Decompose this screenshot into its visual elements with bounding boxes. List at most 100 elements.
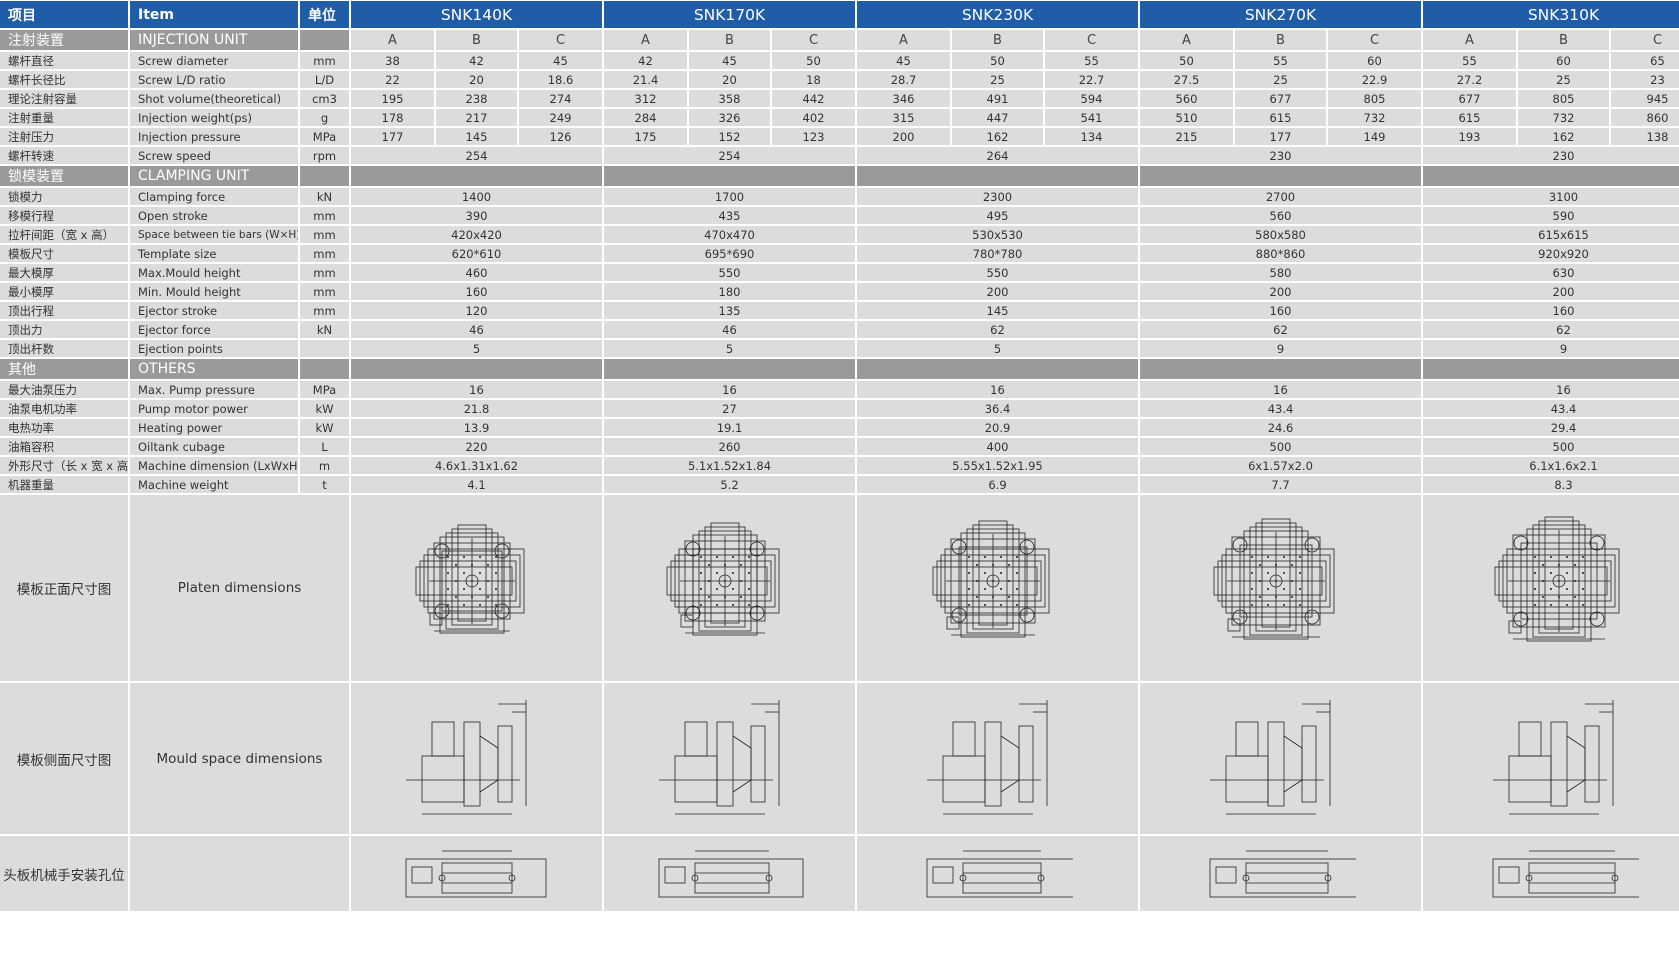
spec-unit: m (300, 457, 349, 474)
drawing-cell (604, 836, 855, 911)
screw-option-label: A (857, 30, 950, 50)
spec-value: 42 (604, 52, 687, 69)
robot-diagram (405, 850, 546, 897)
spec-unit: kN (300, 321, 349, 338)
spec-label-en: Pump motor power (130, 400, 298, 417)
spec-value: 945 (1611, 90, 1679, 107)
spec-value: 284 (604, 109, 687, 126)
spec-unit: mm (300, 283, 349, 300)
spec-value: 447 (952, 109, 1043, 126)
section-blank (351, 359, 602, 379)
spec-value: 55 (1235, 52, 1326, 69)
spec-value: 16 (351, 381, 602, 398)
spec-value: 264 (857, 147, 1138, 164)
spec-label-cn: 注射压力 (0, 128, 128, 145)
spec-value: 21.8 (351, 400, 602, 417)
spec-value: 5 (351, 340, 602, 357)
robot-diagram (926, 850, 1073, 897)
screw-option-label: A (1140, 30, 1233, 50)
mould-diagram (1492, 700, 1613, 815)
spec-value: 442 (772, 90, 855, 107)
spec-value: 200 (857, 283, 1138, 300)
screw-option-label: C (772, 30, 855, 50)
header-item-en: Item (130, 1, 298, 28)
spec-value: 175 (604, 128, 687, 145)
spec-value: 180 (604, 283, 855, 300)
section-blank (1140, 166, 1421, 186)
spec-value: 38 (351, 52, 434, 69)
spec-value: 24.6 (1140, 419, 1421, 436)
spec-value: 491 (952, 90, 1043, 107)
screw-option-label: C (1045, 30, 1138, 50)
robot-diagram (1492, 850, 1639, 897)
spec-value: 615 (1423, 109, 1516, 126)
screw-option-label: C (1611, 30, 1679, 50)
spec-label-cn: 外形尺寸（长 x 宽 x 高） (0, 457, 128, 474)
spec-label-cn: 螺杆长径比 (0, 71, 128, 88)
spec-value: 22.7 (1045, 71, 1138, 88)
section-blank (1140, 359, 1421, 379)
drawing-row-robot: 头板机械手安装孔位 (0, 836, 1679, 911)
spec-value: 249 (519, 109, 602, 126)
spec-label-cn: 最大模厚 (0, 264, 128, 281)
spec-unit: MPa (300, 381, 349, 398)
spec-value: 560 (1140, 90, 1233, 107)
spec-value: 123 (772, 128, 855, 145)
screw-option-label: B (436, 30, 517, 50)
drawing-cell (1423, 495, 1679, 681)
section-blank (604, 359, 855, 379)
section-title-en: INJECTION UNIT (130, 30, 298, 50)
spec-value: 580 (1140, 264, 1421, 281)
spec-value: 402 (772, 109, 855, 126)
screw-option-label: A (351, 30, 434, 50)
drawing-cell (1140, 836, 1421, 911)
screw-option-label: A (604, 30, 687, 50)
spec-value: 200 (857, 128, 950, 145)
spec-value: 615x615 (1423, 226, 1679, 243)
spec-value: 160 (1140, 302, 1421, 319)
spec-value: 326 (689, 109, 770, 126)
spec-label-en: Ejection points (130, 340, 298, 357)
spec-value: 62 (1423, 321, 1679, 338)
spec-label-cn: 顶出行程 (0, 302, 128, 319)
spec-value: 134 (1045, 128, 1138, 145)
spec-label-en: Space between tie bars (W×H) (130, 226, 298, 243)
screw-option-label: B (952, 30, 1043, 50)
spec-value: 732 (1328, 109, 1421, 126)
spec-value: 9 (1140, 340, 1421, 357)
drawing-cell (351, 836, 602, 911)
spec-label-en: Oiltank cubage (130, 438, 298, 455)
spec-value: 135 (604, 302, 855, 319)
spec-value: 13.9 (351, 419, 602, 436)
spec-value: 390 (351, 207, 602, 224)
spec-label-en: Machine dimension (LxWxH) (130, 457, 298, 474)
spec-label-cn: 油泵电机功率 (0, 400, 128, 417)
spec-value: 160 (1423, 302, 1679, 319)
spec-value: 420x420 (351, 226, 602, 243)
drawing-cell (857, 836, 1138, 911)
spec-value: 23 (1611, 71, 1679, 88)
spec-value: 60 (1518, 52, 1609, 69)
spec-label-en: Max. Pump pressure (130, 381, 298, 398)
spec-value: 677 (1235, 90, 1326, 107)
spec-value: 36.4 (857, 400, 1138, 417)
spec-value: 4.1 (351, 476, 602, 493)
spec-value: 500 (1423, 438, 1679, 455)
spec-value: 470x470 (604, 226, 855, 243)
spec-value: 238 (436, 90, 517, 107)
spec-value: 274 (519, 90, 602, 107)
robot-diagram (1209, 850, 1356, 897)
spec-value: 20.9 (857, 419, 1138, 436)
